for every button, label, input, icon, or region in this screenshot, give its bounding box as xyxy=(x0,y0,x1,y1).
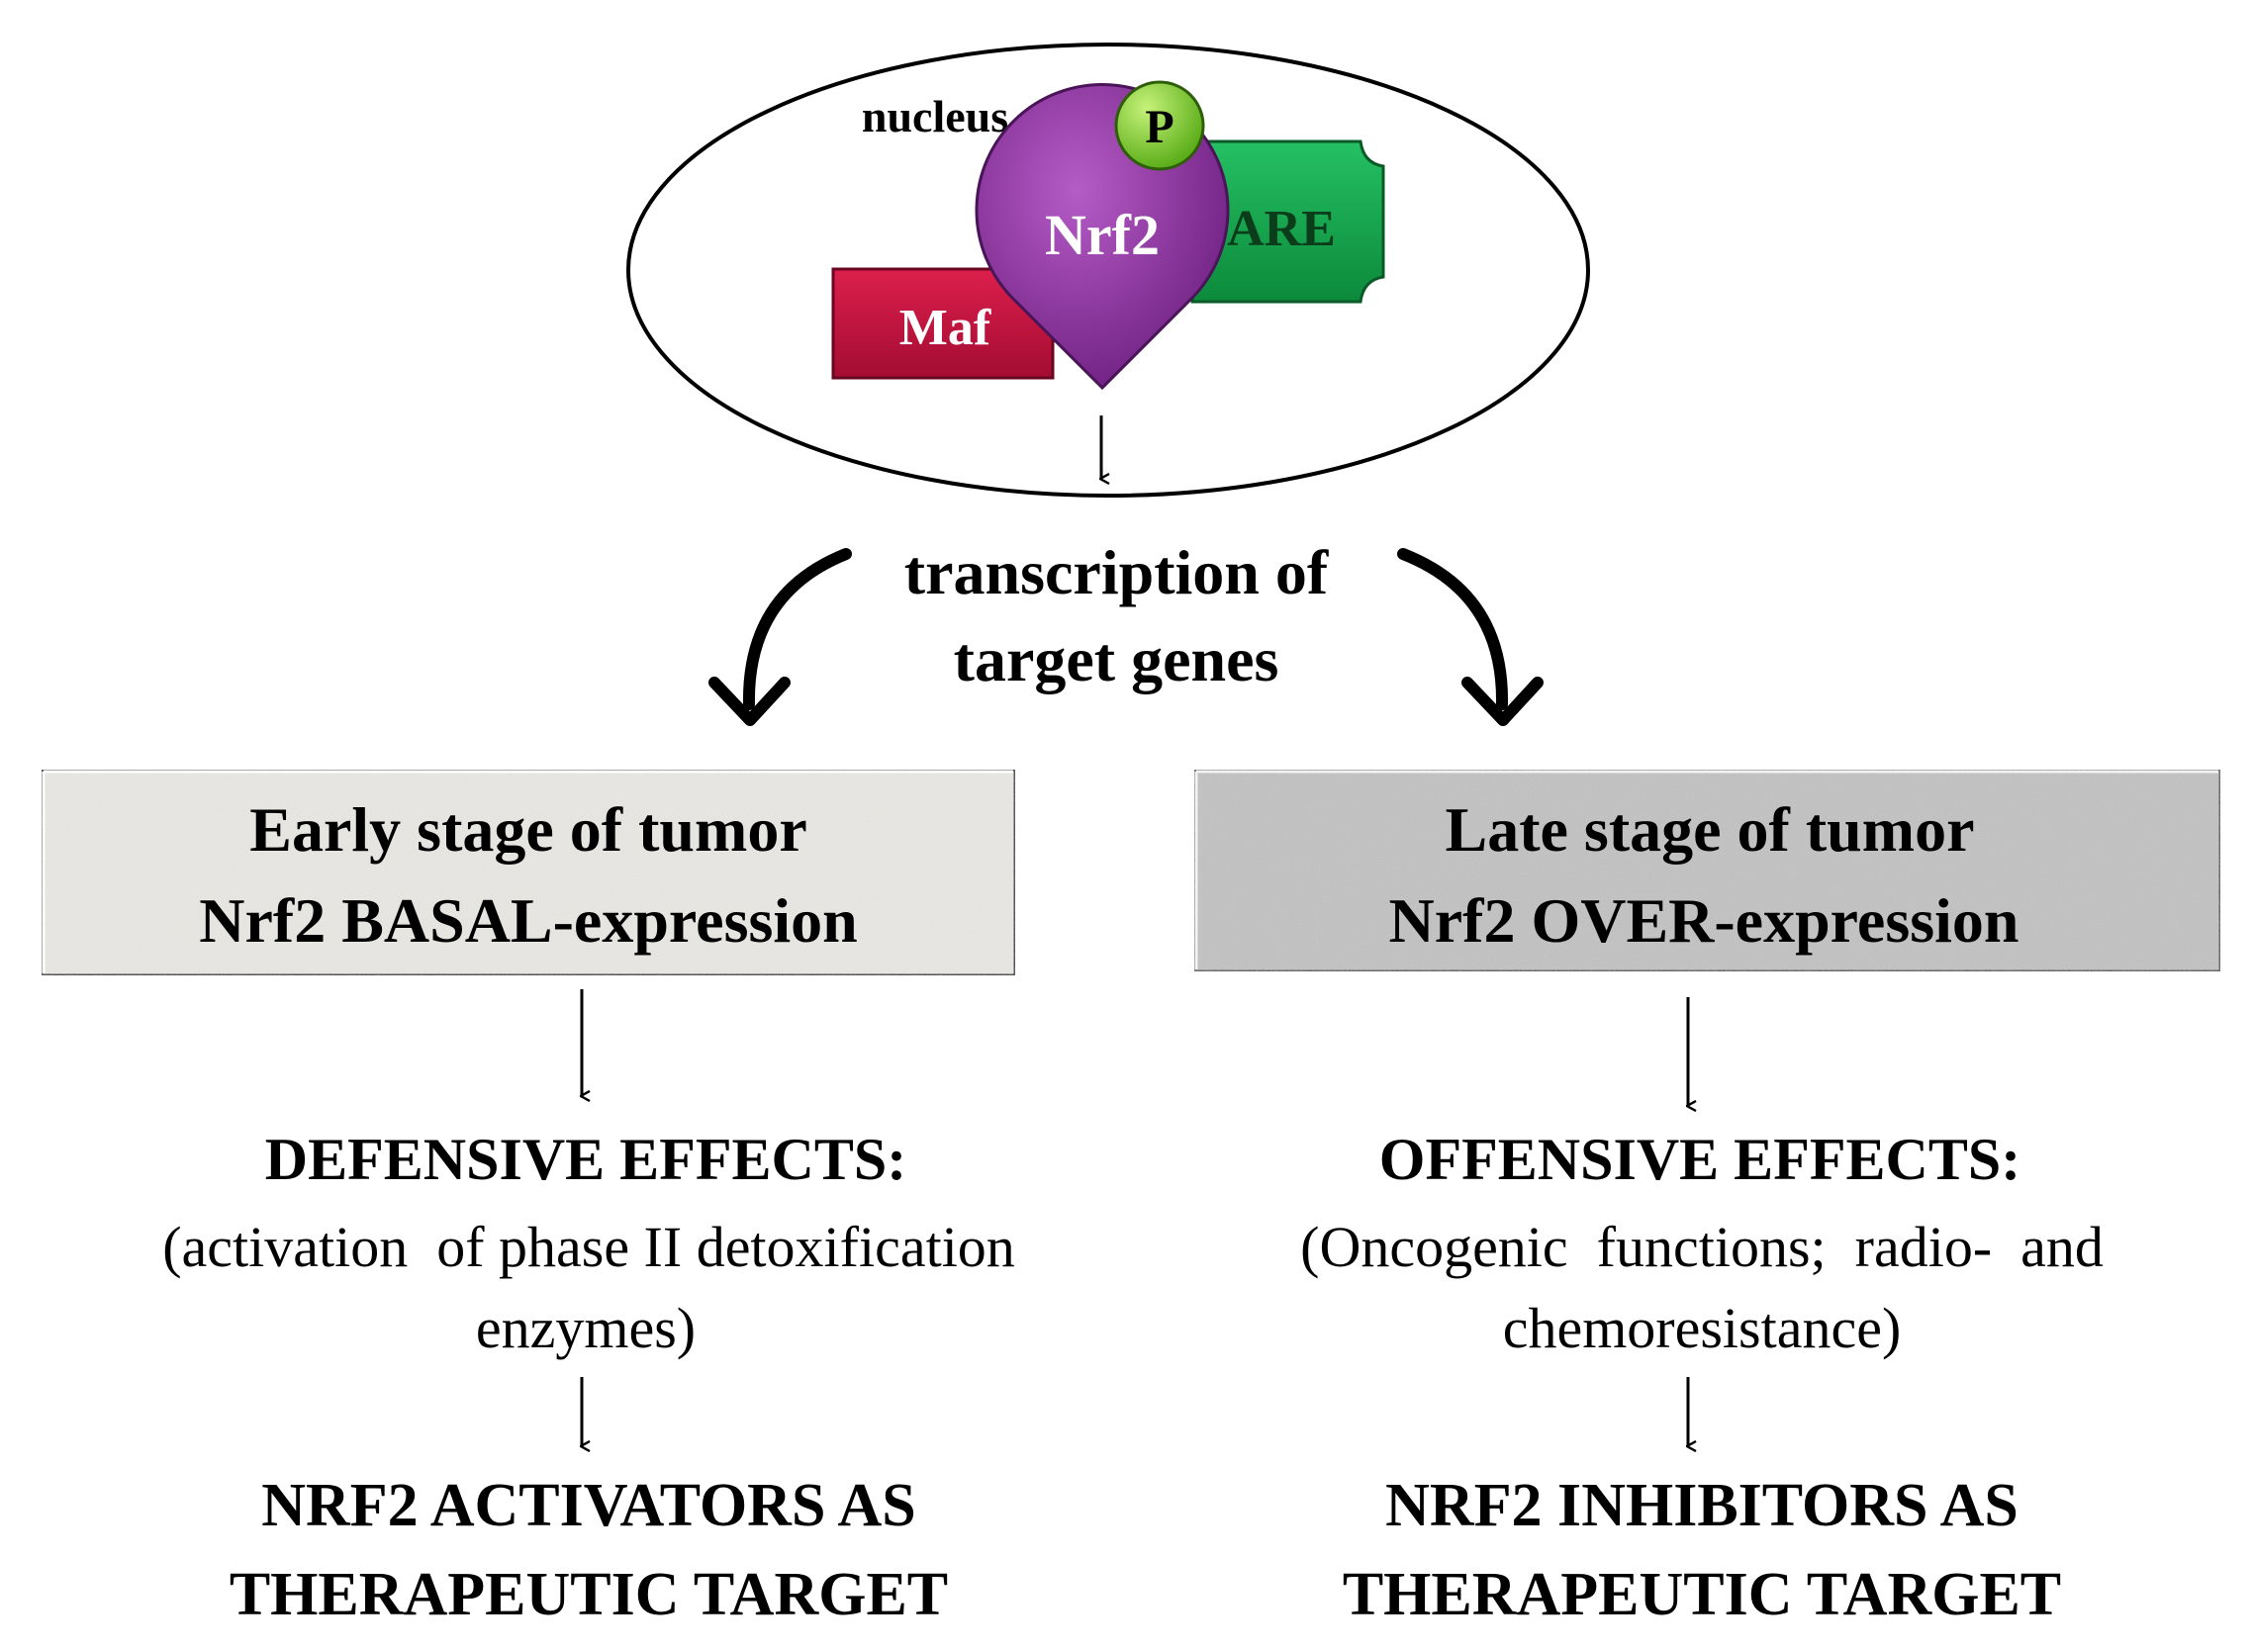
inhibitors-therapy-line2: THERAPEUTIC TARGET xyxy=(1343,1561,2061,1628)
are-block: ARE xyxy=(1190,139,1385,304)
curved-arrow-left xyxy=(708,548,852,726)
activators-therapy-line1: NRF2 ACTIVATORS AS xyxy=(261,1472,916,1539)
offensive-effects-desc-line2: chemoresistance) xyxy=(1503,1296,1902,1360)
offensive-effects-title: OFFENSIVE EFFECTS: xyxy=(1379,1127,2020,1192)
transcription-line1: transcription of xyxy=(904,537,1329,607)
maf-block: Maf xyxy=(831,267,1055,380)
defensive-effects-desc-line2: enzymes) xyxy=(476,1296,696,1360)
late-stage-line2: Nrf2 OVER-expression xyxy=(1389,885,2019,956)
offensive-effects-desc-line1: (Oncogenic functions; radio- and xyxy=(1300,1215,2104,1279)
early-stage-box: Early stage of tumor Nrf2 BASAL-expressi… xyxy=(40,768,1017,977)
activators-therapy-line2: THERAPEUTIC TARGET xyxy=(230,1561,948,1628)
defensive-effects-desc-line1: (activation of phase II detoxification xyxy=(162,1215,1015,1279)
maf-label: Maf xyxy=(899,300,991,356)
transcription-line2: target genes xyxy=(954,624,1279,694)
late-stage-box: Late stage of tumor Nrf2 OVER-expression xyxy=(1192,768,2222,973)
nrf2-label: Nrf2 xyxy=(1045,203,1160,267)
nucleus-label: nucleus xyxy=(862,91,1008,141)
phosphate-label: P xyxy=(1145,101,1173,153)
are-label: ARE xyxy=(1227,201,1336,257)
phosphate-group: P xyxy=(1114,80,1205,171)
early-stage-line2: Nrf2 BASAL-expression xyxy=(199,885,858,956)
inhibitors-therapy-line1: NRF2 INHIBITORS AS xyxy=(1385,1472,2018,1539)
defensive-effects-title: DEFENSIVE EFFECTS: xyxy=(265,1127,906,1192)
early-stage-line1: Early stage of tumor xyxy=(249,794,806,865)
late-stage-line1: Late stage of tumor xyxy=(1446,794,1975,865)
curved-arrow-right xyxy=(1397,548,1544,726)
